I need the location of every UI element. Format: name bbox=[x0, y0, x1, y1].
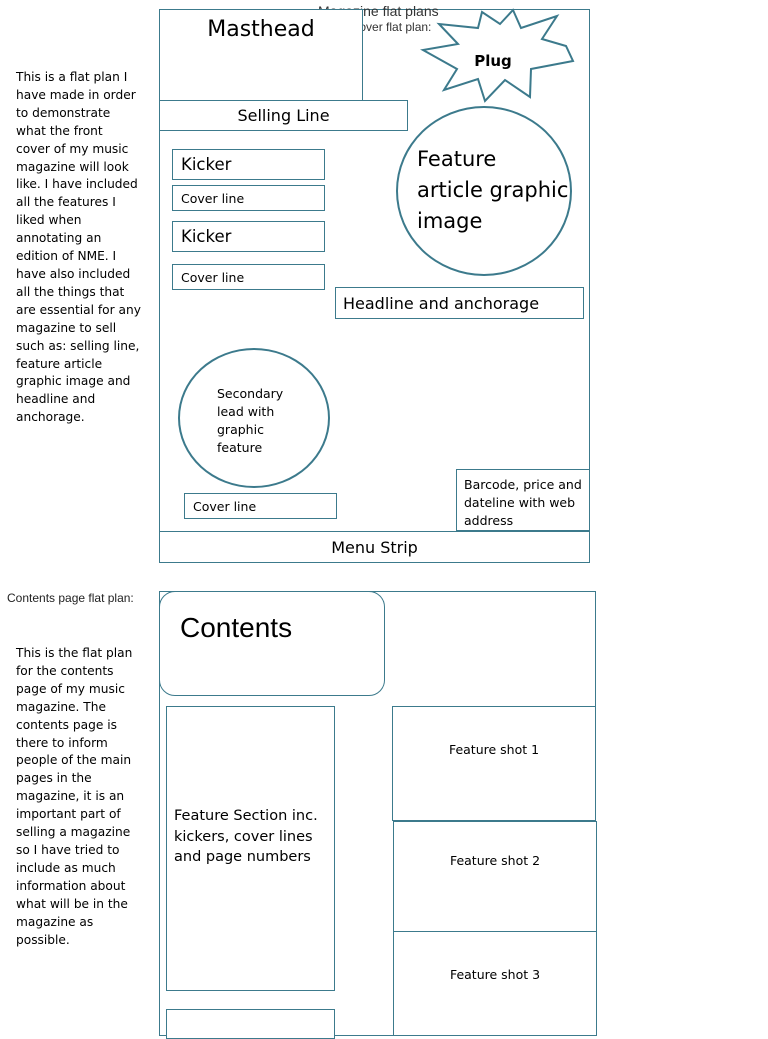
cover-note-line: like. I have included bbox=[16, 177, 138, 192]
contents-plan-label: Contents page flat plan: bbox=[7, 591, 134, 605]
contents-note-line: magazine. The bbox=[16, 699, 106, 714]
contents-note-line: what will be in the bbox=[16, 896, 128, 911]
masthead-box: Masthead bbox=[159, 9, 363, 101]
bottom-box bbox=[166, 1009, 335, 1039]
feature-section-line-2: kickers, cover lines bbox=[174, 828, 313, 845]
barcode-line-1: Barcode, price and bbox=[464, 477, 582, 492]
feature-shot-2-label: Feature shot 2 bbox=[449, 853, 541, 868]
contents-note-line: This is the flat plan bbox=[16, 646, 133, 660]
barcode-line-2: dateline with web bbox=[464, 495, 576, 510]
feature-image-line-3: image bbox=[417, 209, 483, 233]
contents-note-line: page of my music bbox=[16, 681, 125, 696]
cover-note-line: are essential for any bbox=[16, 302, 141, 317]
secondary-lead-circle: Secondary lead with graphic feature bbox=[178, 348, 330, 488]
cover-note-line: graphic image and bbox=[16, 374, 131, 389]
kicker-box-2: Kicker bbox=[172, 221, 325, 252]
contents-note-line: magazine, it is an bbox=[16, 789, 125, 804]
barcode-box: Barcode, price and dateline with web add… bbox=[456, 469, 590, 531]
feature-shot-1: Feature shot 1 bbox=[392, 706, 596, 821]
cover-line-box-3: Cover line bbox=[184, 493, 337, 519]
headline-box: Headline and anchorage bbox=[335, 287, 584, 319]
feature-shot-1-label: Feature shot 1 bbox=[448, 742, 540, 757]
kicker-box-1: Kicker bbox=[172, 149, 325, 180]
plug-label: Plug bbox=[474, 52, 512, 70]
cover-note-line: cover of my music bbox=[16, 141, 129, 156]
contents-note-line: selling a magazine bbox=[16, 825, 131, 840]
cover-note-line: what the front bbox=[16, 123, 103, 138]
feature-shot-2: Feature shot 2 bbox=[393, 821, 597, 932]
masthead-label: Masthead bbox=[207, 17, 315, 42]
secondary-lead-line-1: Secondary bbox=[217, 386, 284, 401]
feature-section-label: Feature Section inc. kickers, cover line… bbox=[174, 806, 318, 868]
barcode-line-3: address bbox=[464, 513, 514, 528]
plug-starburst bbox=[420, 8, 575, 103]
contents-note-line: so I have tried to bbox=[16, 842, 120, 857]
contents-note-line: pages in the bbox=[16, 771, 92, 786]
contents-note-line: information about bbox=[16, 878, 126, 893]
contents-note-line: for the contents bbox=[16, 663, 114, 678]
contents-note-line: important part of bbox=[16, 807, 121, 822]
contents-note-line: magazine as bbox=[16, 914, 94, 929]
contents-note-line: possible. bbox=[16, 932, 70, 947]
contents-note-line: there to inform bbox=[16, 735, 108, 750]
cover-note-line: have made in order bbox=[16, 87, 136, 102]
cover-note-line: all the things that bbox=[16, 284, 125, 299]
feature-shot-3-label: Feature shot 3 bbox=[449, 967, 541, 982]
cover-note-line: anchorage. bbox=[16, 410, 85, 425]
cover-note-line: such as: selling line, bbox=[16, 338, 140, 353]
cover-note-line: all the features I bbox=[16, 195, 116, 210]
cover-line-box-1: Cover line bbox=[172, 185, 325, 211]
cover-note-line: annotating an bbox=[16, 231, 102, 246]
cover-note-line: This is a flat plan I bbox=[16, 70, 128, 84]
cover-note: This is a flat plan I have made in order… bbox=[16, 69, 146, 427]
feature-image-line-2: article graphic bbox=[417, 178, 569, 202]
secondary-lead-line-3: graphic bbox=[217, 422, 264, 437]
feature-section-line-3: and page numbers bbox=[174, 849, 311, 865]
contents-note-line: people of the main bbox=[16, 753, 132, 768]
cover-note-line: edition of NME. I bbox=[16, 249, 117, 264]
cover-note-line: headline and bbox=[16, 392, 96, 407]
cover-note-line: magazine will look bbox=[16, 159, 129, 174]
secondary-lead-line-2: lead with bbox=[217, 404, 275, 419]
feature-section-box: Feature Section inc. kickers, cover line… bbox=[166, 706, 335, 991]
contents-title-box: Contents bbox=[159, 591, 385, 696]
contents-note-line: include as much bbox=[16, 860, 116, 875]
menu-strip: Menu Strip bbox=[159, 531, 590, 563]
secondary-lead-line-4: feature bbox=[217, 440, 263, 455]
selling-line-box: Selling Line bbox=[159, 100, 408, 131]
cover-note-line: liked when bbox=[16, 213, 82, 228]
cover-note-line: feature article bbox=[16, 356, 103, 371]
feature-image-label: Feature article graphic image bbox=[417, 144, 568, 237]
contents-note-line: contents page is bbox=[16, 717, 117, 732]
feature-section-line-1: Feature Section inc. bbox=[174, 808, 318, 824]
cover-line-box-2: Cover line bbox=[172, 264, 325, 290]
contents-note: This is the flat plan for the contents p… bbox=[16, 645, 146, 949]
cover-note-line: magazine to sell bbox=[16, 320, 117, 335]
cover-note-line: to demonstrate bbox=[16, 105, 111, 120]
secondary-lead-label: Secondary lead with graphic feature bbox=[217, 385, 283, 457]
feature-image-circle: Feature article graphic image bbox=[396, 106, 572, 276]
feature-shot-3: Feature shot 3 bbox=[393, 931, 597, 1036]
cover-note-line: have also included bbox=[16, 266, 131, 281]
feature-image-line-1: Feature bbox=[417, 147, 497, 171]
contents-title: Contents bbox=[180, 612, 293, 643]
